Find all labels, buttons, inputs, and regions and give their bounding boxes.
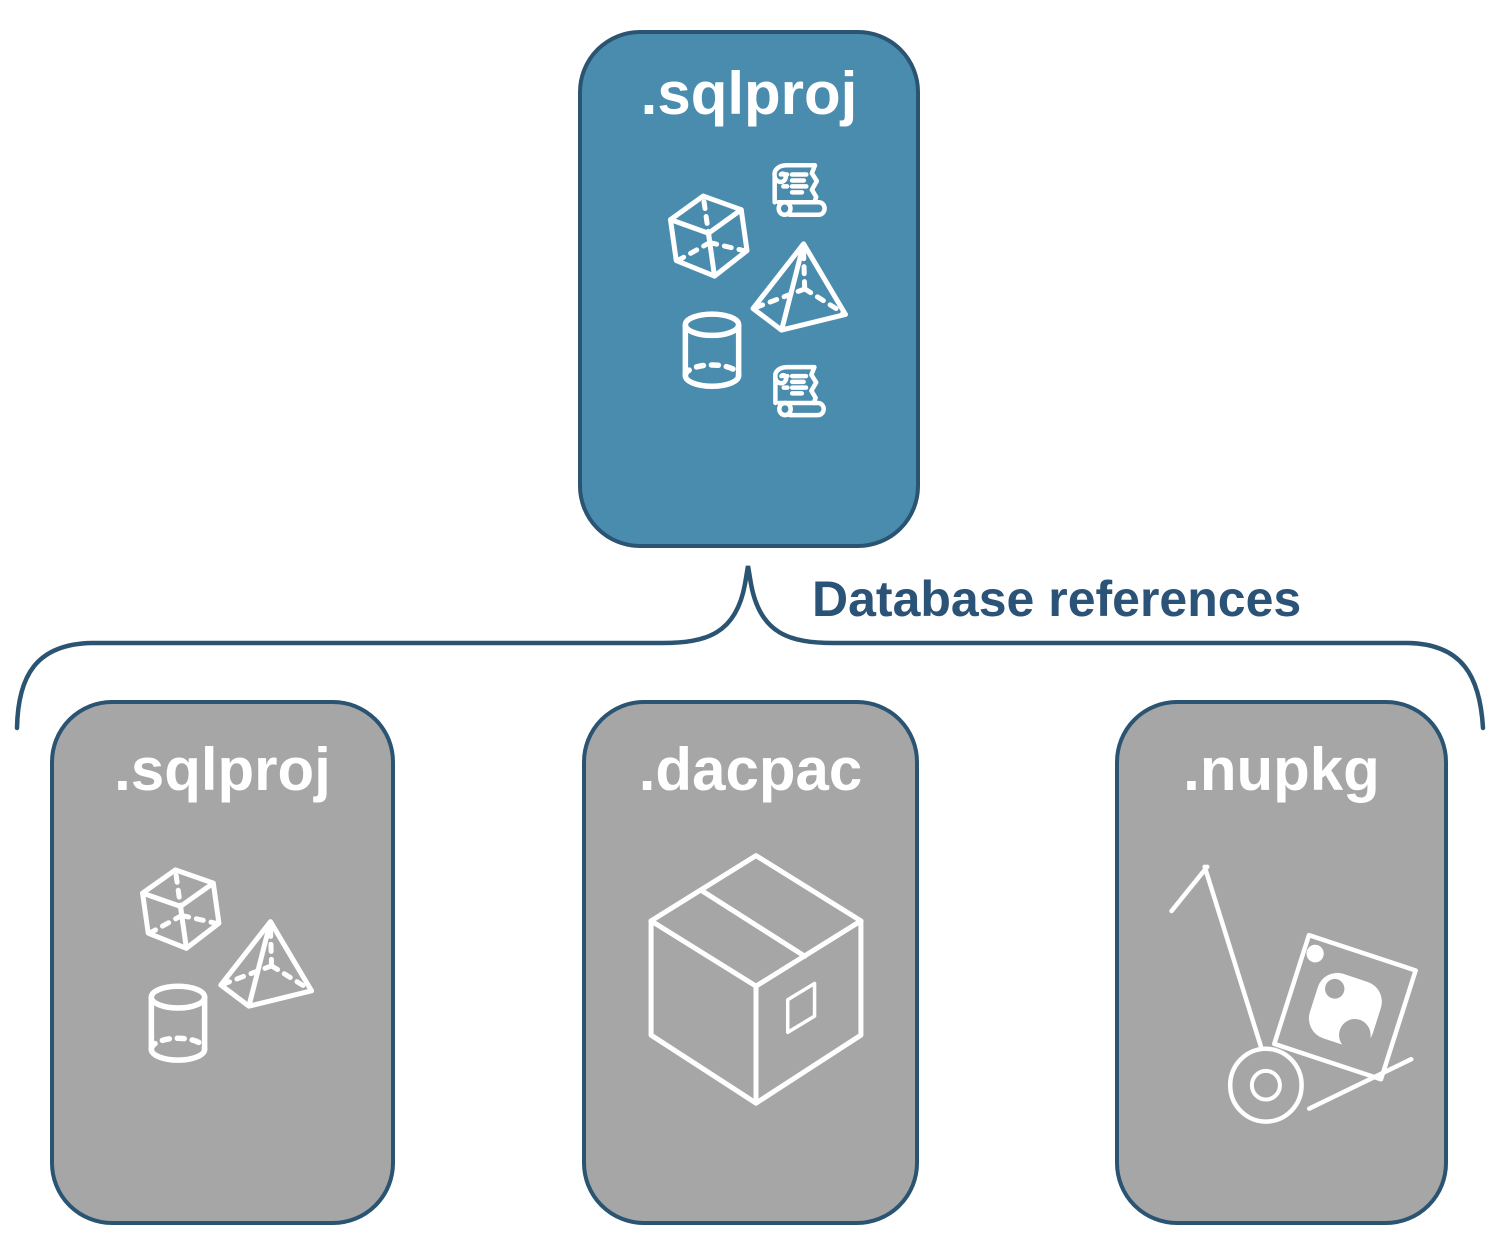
cube-icon [128, 858, 234, 962]
child-node-label: .nupkg [1183, 736, 1380, 803]
nuget-package-icon [1274, 935, 1415, 1079]
child-node-nupkg: .nupkg [1115, 700, 1448, 1225]
scroll-icon [766, 160, 828, 226]
child-node-sqlproj: .sqlproj [50, 700, 395, 1225]
child-node-dacpac: .dacpac [582, 700, 919, 1225]
pyramid-icon [210, 914, 318, 1010]
cylinder-icon [142, 982, 214, 1066]
root-node-label: .sqlproj [640, 60, 858, 127]
child-node-label: .dacpac [638, 736, 863, 803]
child-node-label: .sqlproj [114, 736, 331, 803]
scroll-icon [767, 362, 827, 426]
cube-icon [656, 184, 762, 290]
cylinder-icon [676, 310, 748, 392]
package-box-icon [634, 842, 878, 1114]
root-node-sqlproj: .sqlproj [578, 30, 920, 548]
hand-truck-icon [1169, 859, 1424, 1119]
pyramid-icon [742, 236, 852, 334]
connector-label: Database references [812, 571, 1302, 627]
